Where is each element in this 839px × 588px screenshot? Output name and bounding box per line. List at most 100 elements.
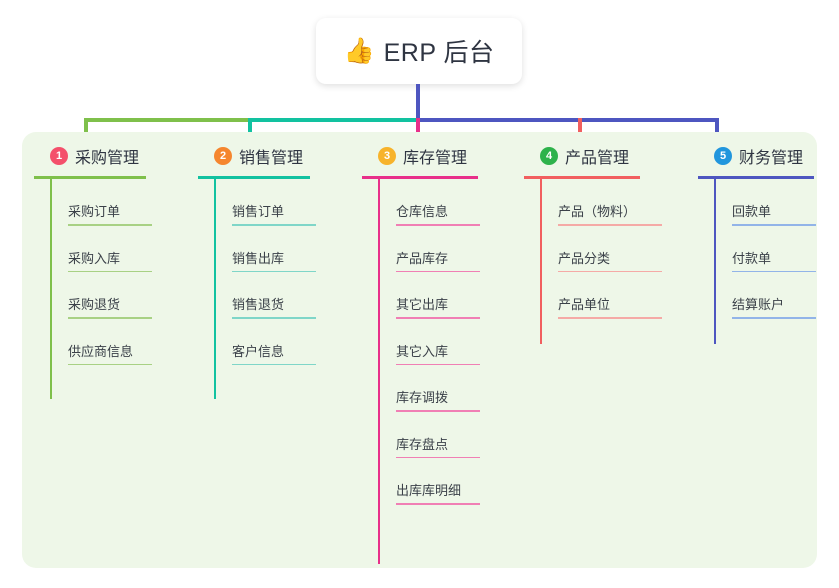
node-item[interactable]: 销售出库 xyxy=(214,226,348,272)
column-items: 销售订单销售出库销售退货客户信息 xyxy=(198,179,348,399)
thumbs-up-icon: 👍 xyxy=(343,36,375,65)
root-node-label: ERP 后台 xyxy=(383,39,495,67)
node-item-rule xyxy=(558,317,662,319)
connector-bar-mid xyxy=(248,118,418,122)
column-产品管理: 4 产品管理产品（物料） 产品分类产品单位 xyxy=(524,144,694,344)
node-item[interactable]: 产品分类 xyxy=(540,226,694,272)
column-采购管理: 1 采购管理采购订单采购入库采购退货供应商信息 xyxy=(34,144,184,399)
node-item-rule xyxy=(396,363,480,365)
node-item-rule xyxy=(68,317,152,319)
node-item[interactable]: 结算账户 xyxy=(714,272,828,319)
node-item-label: 付款单 xyxy=(732,250,772,266)
column-header[interactable]: 1 采购管理 xyxy=(34,144,184,168)
column-header-rule xyxy=(34,176,146,179)
connector-bar-left xyxy=(84,118,250,122)
column-items: 回款单付款单结算账户 xyxy=(698,179,828,344)
node-item-label: 库存调拨 xyxy=(396,390,449,405)
column-header[interactable]: 2 销售管理 xyxy=(198,144,348,168)
node-item[interactable]: 产品（物料） xyxy=(540,179,694,226)
node-item-label: 其它出库 xyxy=(396,297,449,312)
node-item-rule xyxy=(232,224,316,226)
node-item[interactable]: 出库库明细 xyxy=(378,458,522,505)
node-item[interactable]: 其它出库 xyxy=(378,272,522,319)
node-item-label: 产品单位 xyxy=(558,297,611,312)
node-item[interactable]: 采购订单 xyxy=(50,179,184,226)
node-item-label: 供应商信息 xyxy=(68,343,134,359)
column-title: 销售管理 xyxy=(239,150,304,167)
column-header-rule xyxy=(362,176,478,179)
node-item-rule xyxy=(68,270,152,272)
node-item-label: 产品库存 xyxy=(396,250,449,266)
node-item[interactable]: 采购退货 xyxy=(50,272,184,319)
node-item[interactable]: 付款单 xyxy=(714,226,828,272)
node-item[interactable]: 产品单位 xyxy=(540,272,694,319)
column-title: 采购管理 xyxy=(75,150,140,167)
diagram-panel xyxy=(22,132,817,568)
column-trunk-line xyxy=(714,179,716,344)
column-销售管理: 2 销售管理销售订单销售出库销售退货客户信息 xyxy=(198,144,348,399)
node-item-rule xyxy=(558,224,662,226)
node-item-rule xyxy=(396,410,480,412)
node-item-label: 其它入库 xyxy=(396,343,449,359)
node-item-label: 销售出库 xyxy=(232,250,285,266)
connector-bar-right xyxy=(416,118,719,122)
node-item-label: 采购退货 xyxy=(68,297,121,312)
node-item-rule xyxy=(232,270,316,272)
node-item[interactable]: 仓库信息 xyxy=(378,179,522,226)
column-items: 采购订单采购入库采购退货供应商信息 xyxy=(34,179,184,399)
node-item[interactable]: 销售退货 xyxy=(214,272,348,319)
node-item-label: 采购入库 xyxy=(68,250,121,266)
node-item-label: 采购订单 xyxy=(68,204,121,219)
column-header-rule xyxy=(698,176,814,179)
column-title: 库存管理 xyxy=(403,150,468,167)
node-item-label: 客户信息 xyxy=(232,343,285,359)
node-item[interactable]: 产品库存 xyxy=(378,226,522,272)
node-item-label: 出库库明细 xyxy=(396,483,462,498)
column-number-badge: 4 xyxy=(540,147,558,165)
node-item-rule xyxy=(558,270,662,272)
node-item-rule xyxy=(232,317,316,319)
column-财务管理: 5 财务管理回款单付款单结算账户 xyxy=(698,144,828,344)
column-trunk-line xyxy=(540,179,542,344)
node-item-label: 回款单 xyxy=(732,204,772,219)
node-item-rule xyxy=(232,363,316,365)
column-number-badge: 1 xyxy=(50,147,68,165)
column-trunk-line xyxy=(378,179,380,564)
node-item-rule xyxy=(732,224,816,226)
node-item[interactable]: 库存盘点 xyxy=(378,412,522,458)
column-items: 产品（物料） 产品分类产品单位 xyxy=(524,179,694,344)
node-item-rule xyxy=(732,317,816,319)
node-item[interactable]: 其它入库 xyxy=(378,319,522,365)
node-item-label: 产品分类 xyxy=(558,250,611,266)
column-trunk-line xyxy=(214,179,216,399)
node-item-label: 销售退货 xyxy=(232,297,285,312)
node-item[interactable]: 回款单 xyxy=(714,179,828,226)
node-item-label: 库存盘点 xyxy=(396,436,449,452)
node-item[interactable]: 供应商信息 xyxy=(50,319,184,365)
column-title: 产品管理 xyxy=(565,150,630,167)
node-item-label: 销售订单 xyxy=(232,204,285,219)
node-item-label: 结算账户 xyxy=(732,297,785,312)
node-item-rule xyxy=(396,503,480,505)
column-items: 仓库信息产品库存其它出库其它入库库存调拨库存盘点出库库明细 xyxy=(362,179,522,564)
node-item[interactable]: 客户信息 xyxy=(214,319,348,365)
column-number-badge: 2 xyxy=(214,147,232,165)
connector-trunk-vertical xyxy=(416,84,420,119)
node-item[interactable]: 库存调拨 xyxy=(378,365,522,412)
node-item-rule xyxy=(396,456,480,458)
column-title: 财务管理 xyxy=(739,150,804,167)
node-item[interactable]: 销售订单 xyxy=(214,179,348,226)
column-header[interactable]: 4 产品管理 xyxy=(524,144,694,168)
node-item-label: 仓库信息 xyxy=(396,204,449,219)
node-item[interactable]: 采购入库 xyxy=(50,226,184,272)
node-item-rule xyxy=(396,317,480,319)
column-header-rule xyxy=(198,176,310,179)
node-item-rule xyxy=(732,270,816,272)
node-item-rule xyxy=(68,224,152,226)
node-item-label: 产品（物料） xyxy=(558,204,637,219)
column-number-badge: 5 xyxy=(714,147,732,165)
column-header[interactable]: 5 财务管理 xyxy=(698,144,828,168)
root-node[interactable]: 👍 ERP 后台 xyxy=(316,18,522,84)
column-trunk-line xyxy=(50,179,52,399)
